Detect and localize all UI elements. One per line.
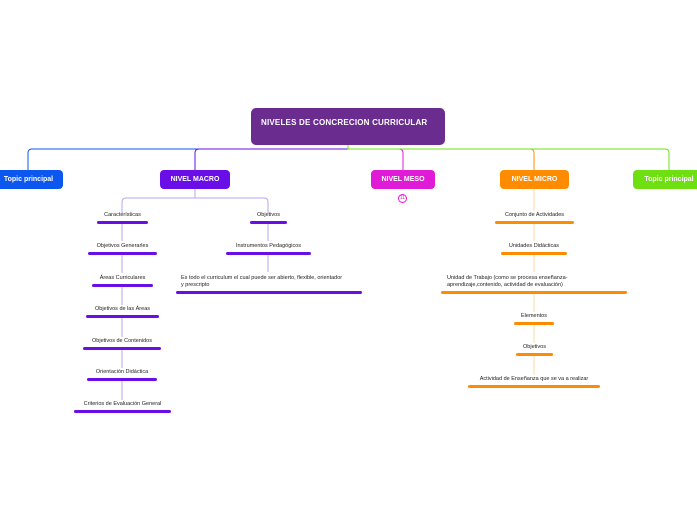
branch-nivel-meso[interactable]: NIVEL MESO: [371, 170, 435, 189]
branch-topic-principal-left[interactable]: Topic principal: [0, 170, 63, 189]
subtopic-label: Objetivos Generarles: [96, 243, 149, 249]
subtopic-objetivos-generarles[interactable]: Objetivos Generarles: [88, 243, 157, 255]
subtopic-elementos[interactable]: Elementos: [514, 313, 554, 325]
subtopic-objetivos-contenidos[interactable]: Objetivos de Contenidos: [83, 338, 161, 350]
subtopic-label: Instrumentos Pedagógicos: [235, 243, 302, 249]
underline: [495, 221, 574, 224]
underline: [176, 291, 362, 294]
underline: [250, 221, 287, 224]
branch-nivel-macro[interactable]: NIVEL MACRO: [160, 170, 230, 189]
subtopic-orientacion-didactica[interactable]: Orientación Didáctica: [87, 369, 157, 381]
underline: [92, 284, 153, 287]
underline: [83, 347, 161, 350]
connector-root-topic-left: [27, 145, 349, 171]
subtopic-unidad-trabajo[interactable]: Unidad de Trabajo (como se procesa enseñ…: [441, 275, 627, 294]
root-topic[interactable]: NIVELES DE CONCRECION CURRICULAR: [251, 108, 445, 145]
subtopic-label: Áreas Curriculares: [99, 275, 146, 281]
underline: [88, 252, 157, 255]
subtopic-label: Elementos: [521, 313, 547, 319]
underline: [468, 385, 600, 388]
branch-nivel-micro[interactable]: NIVEL MICRO: [500, 170, 569, 189]
branch-label: NIVEL MICRO: [511, 176, 558, 183]
subtopic-conjunto-actividades[interactable]: Conjunto de Actividades: [495, 212, 574, 224]
subtopic-objetivos-macro[interactable]: Objetivos: [250, 212, 287, 224]
subtopic-label: Actividad de Enseñanza que se va a reali…: [479, 376, 589, 382]
subtopic-label: Objetivos: [523, 344, 546, 350]
branch-label: Topic principal: [644, 176, 694, 183]
subtopic-instrumentos-pedagogicos[interactable]: Instrumentos Pedagógicos: [226, 243, 311, 255]
subtopic-label: Conjunto de Actividades: [504, 212, 564, 218]
subtopic-label: Características: [104, 212, 141, 218]
underline: [441, 291, 627, 294]
subtopic-label: Objetivos: [257, 212, 280, 218]
subtopic-label: Objetivos de las Áreas: [94, 306, 151, 312]
connector-root-macro: [194, 145, 349, 171]
branch-label: NIVEL MESO: [381, 176, 425, 183]
branch-label: Topic principal: [3, 176, 54, 183]
subtopic-label: Orientación Didáctica: [95, 369, 149, 375]
underline: [501, 252, 567, 255]
subtopic-curriculum-description[interactable]: Es todo el curriculum el cual puede ser …: [176, 275, 362, 294]
subtopic-label: Unidad de Trabajo (como se procesa enseñ…: [447, 275, 568, 288]
underline: [74, 410, 171, 413]
collapsed-count-badge[interactable]: 11: [398, 194, 407, 203]
subtopic-label: Unidades Didácticas: [508, 243, 560, 249]
underline: [87, 378, 157, 381]
subtopic-criterios-evaluacion[interactable]: Criterios de Evaluación General: [74, 401, 171, 413]
underline: [97, 221, 148, 224]
branch-label: NIVEL MACRO: [170, 176, 220, 183]
underline: [516, 353, 553, 356]
subtopic-objetivos-areas[interactable]: Objetivos de las Áreas: [86, 306, 159, 318]
underline: [226, 252, 311, 255]
subtopic-areas-curriculares[interactable]: Áreas Curriculares: [92, 275, 153, 287]
subtopic-actividad-ensenanza[interactable]: Actividad de Enseñanza que se va a reali…: [468, 376, 600, 388]
underline: [86, 315, 159, 318]
underline: [514, 322, 554, 325]
branch-topic-principal-right[interactable]: Topic principal: [633, 170, 697, 189]
subtopic-caracteristicas[interactable]: Características: [97, 212, 148, 224]
connector-macro-left: [121, 188, 196, 213]
connector-macro-right: [195, 197, 269, 213]
subtopic-label: Objetivos de Contenidos: [92, 338, 152, 344]
connector-root-topic-right: [347, 145, 670, 171]
subtopic-unidades-didacticas[interactable]: Unidades Didácticas: [501, 243, 567, 255]
subtopic-label: Criterios de Evaluación General: [83, 401, 162, 407]
subtopic-objetivos-micro[interactable]: Objetivos: [516, 344, 553, 356]
root-topic-title: NIVELES DE CONCRECION CURRICULAR: [261, 118, 428, 127]
subtopic-label: Es todo el curriculum el cual puede ser …: [181, 275, 343, 288]
